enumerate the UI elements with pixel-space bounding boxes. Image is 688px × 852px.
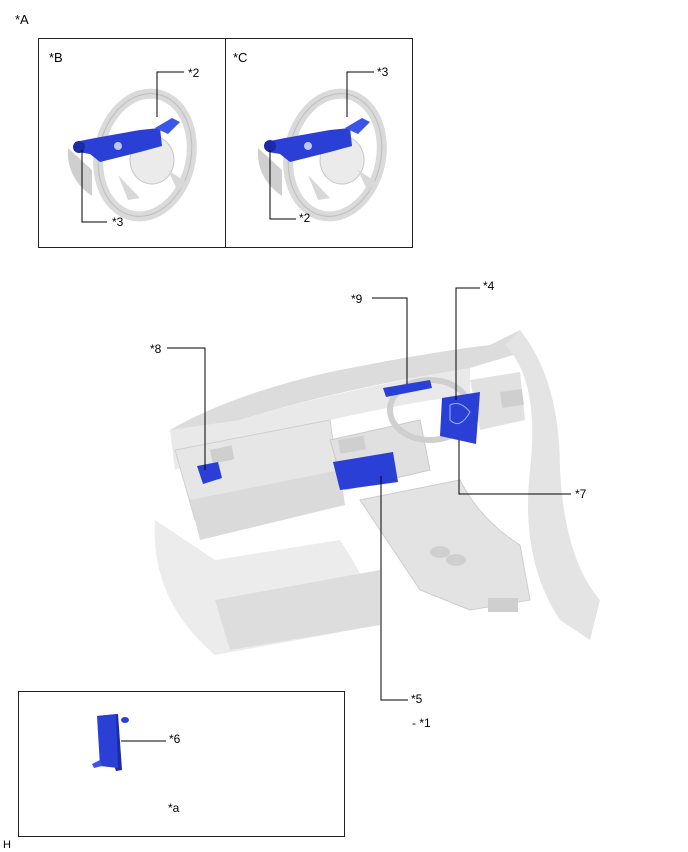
dashboard-interior-illustration (154, 330, 600, 655)
callout-7: *7 (575, 487, 587, 501)
part-9 (383, 380, 432, 397)
inset-caption: *a (168, 801, 180, 815)
steering-wheel-b-illustration (67, 88, 197, 222)
callout-5: *5 (411, 692, 423, 706)
leader-9 (372, 297, 408, 384)
callout-c-3: *3 (377, 65, 389, 79)
callout-8: *8 (150, 342, 162, 356)
leader-8 (167, 347, 206, 470)
inset-frame (18, 691, 345, 837)
leader-b-2 (156, 71, 184, 117)
callout-9: *9 (351, 292, 363, 306)
callout-c-2: *2 (299, 211, 311, 225)
leader-b-3 (81, 150, 107, 223)
panel-c-frame (225, 38, 413, 248)
part-4 (440, 392, 480, 444)
leader-c-3 (346, 71, 374, 117)
part-6-illustration (92, 714, 129, 771)
callout-b-3: *3 (112, 215, 124, 229)
callout-6: *6 (169, 732, 181, 746)
leader-7 (458, 440, 571, 495)
part-8 (197, 462, 222, 484)
leader-c-2 (269, 150, 296, 220)
panel-c-title: *C (233, 50, 248, 65)
figure-code: H (3, 839, 11, 851)
figure-label-a: *A (15, 12, 29, 27)
leader-4 (455, 287, 480, 400)
leader-5 (380, 476, 408, 701)
part-5 (333, 452, 398, 490)
callout-b-2: *2 (188, 66, 200, 80)
callout-1: - *1 (412, 716, 431, 730)
panel-b-title: *B (49, 50, 63, 65)
callout-4: *4 (483, 279, 495, 293)
steering-wheel-c-illustration (257, 88, 387, 222)
